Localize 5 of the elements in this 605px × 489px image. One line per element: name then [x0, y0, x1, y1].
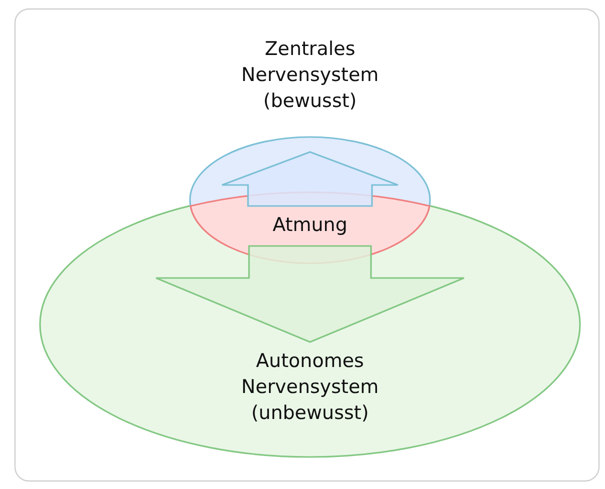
region-heading: Zentrales Nervensystem (bewusst): [240, 37, 380, 114]
region-label: Atmung: [272, 213, 348, 238]
block-arrow: [155, 245, 465, 343]
block-arrow: [221, 151, 399, 207]
region-label: Autonomes Nervensystem (unbewusst): [240, 349, 380, 426]
